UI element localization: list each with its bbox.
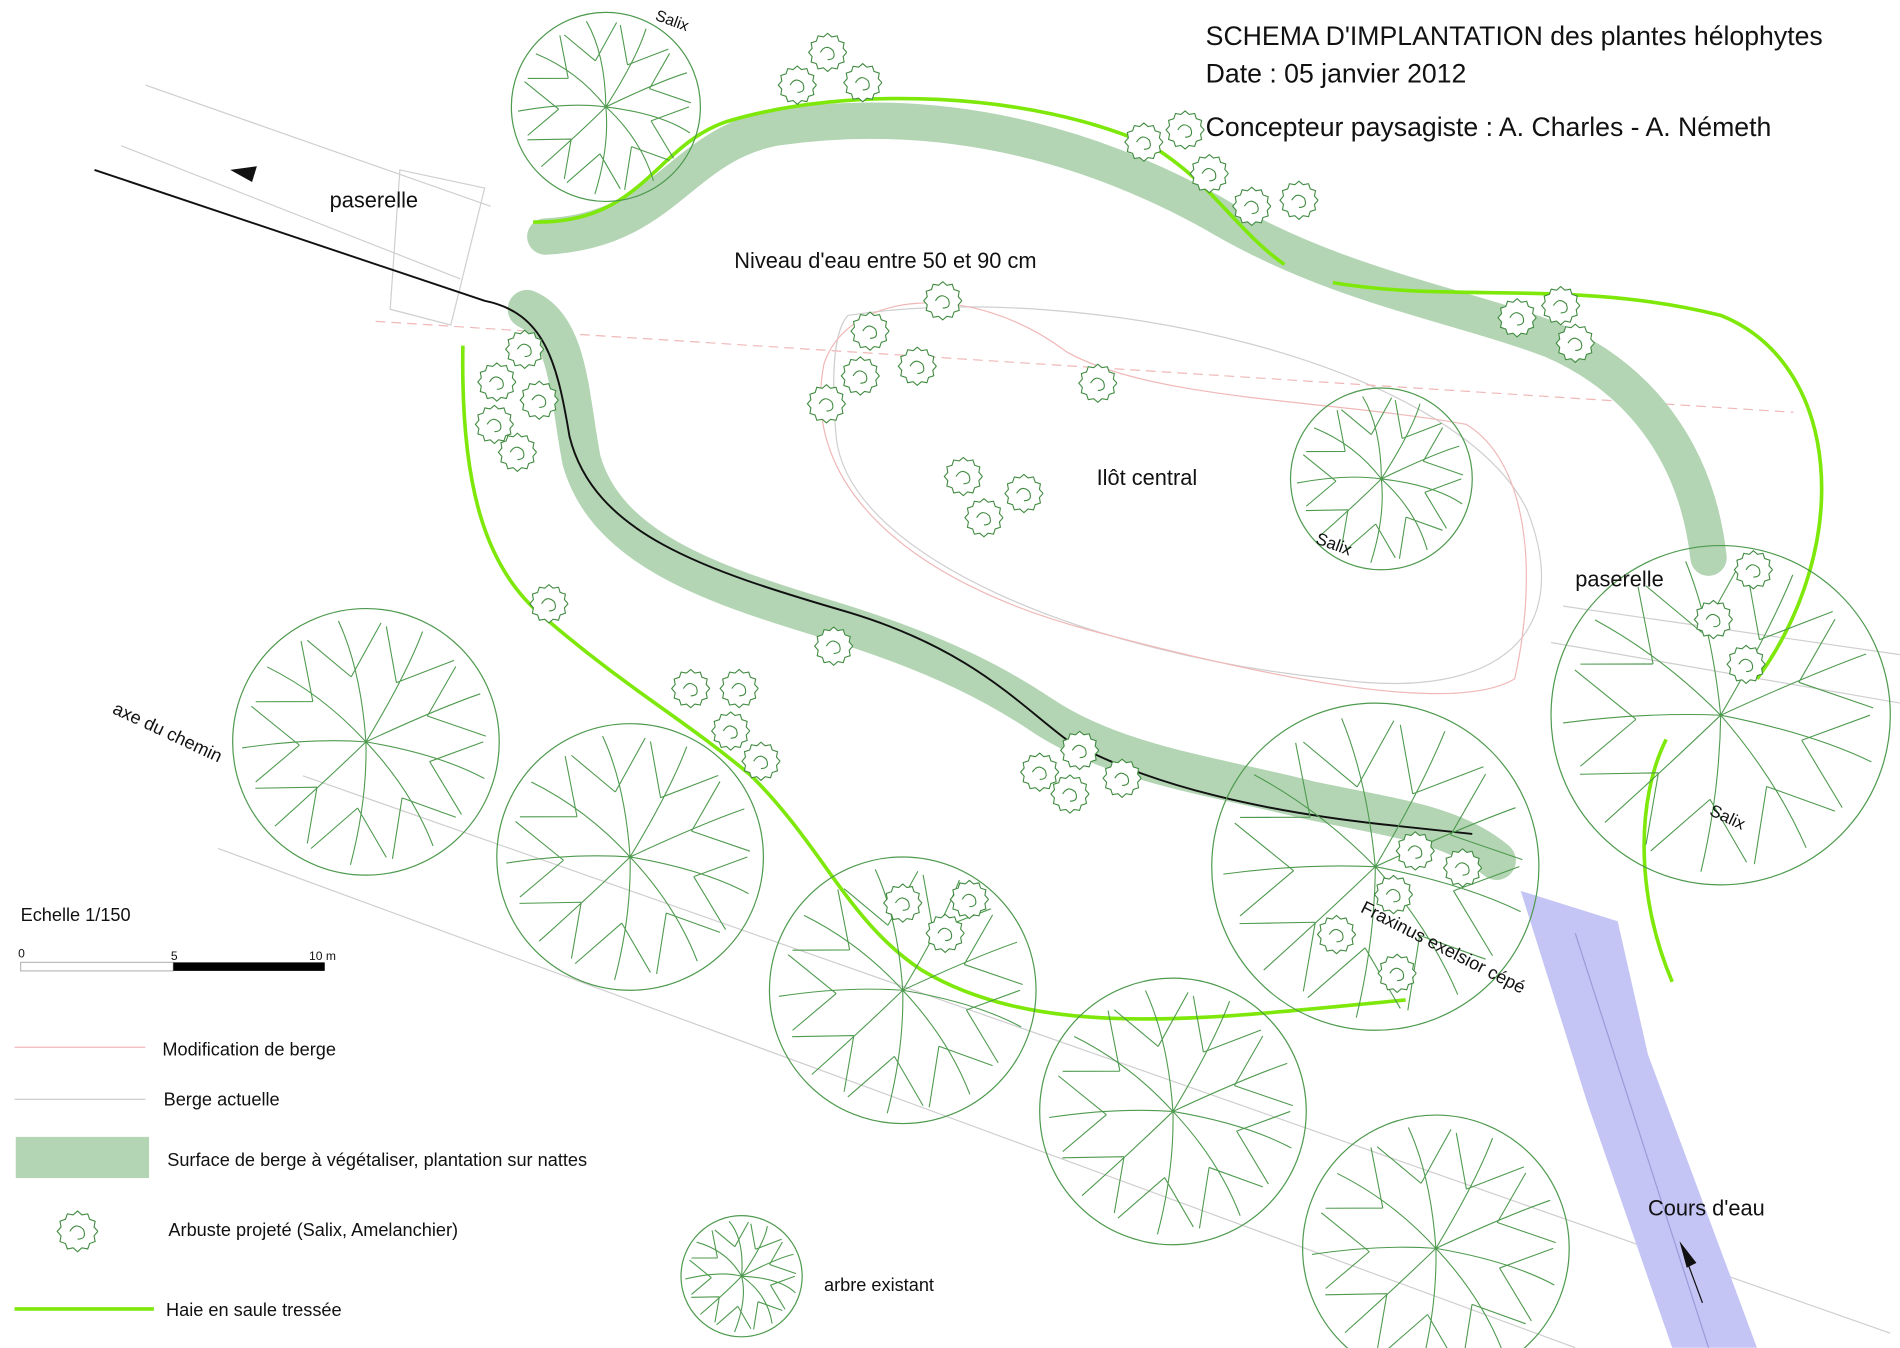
label-water-level: Niveau d'eau entre 50 et 90 cm [734, 248, 1036, 273]
shrub-icon [477, 362, 517, 402]
berge-lines [120, 84, 1900, 1348]
shrub-icon [943, 456, 983, 497]
title-designer: Concepteur paysagiste : A. Charles - A. … [1206, 112, 1772, 142]
shrub-icon [1189, 153, 1229, 194]
shrub-icon [1373, 874, 1414, 915]
flow-arrow-icon [1679, 1241, 1697, 1268]
shrub-icon [850, 311, 890, 351]
label-paserelle-left: paserelle [330, 187, 418, 212]
shrub-icon [710, 711, 751, 751]
tree-icon [1289, 387, 1473, 571]
stream-axis [1574, 933, 1710, 1348]
tree-icon [1550, 544, 1891, 886]
shrub-icon [519, 380, 559, 421]
shrub-icon [719, 668, 759, 709]
shrub-icon [840, 356, 880, 396]
legend-arbre: arbre existant [824, 1275, 934, 1295]
label-salix-center: Salix [1313, 529, 1355, 560]
label-salix-top: Salix [653, 7, 691, 35]
shrub-icon [1555, 323, 1595, 364]
shrub-icon [1019, 752, 1060, 793]
shrub-icon [1733, 550, 1773, 590]
shrub-icon [1316, 914, 1357, 955]
shrub-icon [1442, 848, 1483, 888]
shrub-icon [777, 65, 817, 105]
shrub-icon [741, 741, 781, 782]
shrub-icon [897, 346, 937, 387]
tree-icon [680, 1215, 803, 1338]
tree-icon [1211, 702, 1540, 1031]
legend-tree-icon [680, 1215, 803, 1338]
arrow-left-icon [230, 166, 257, 183]
legend-modification: Modification de berge [162, 1040, 336, 1060]
shrub-icon [56, 1210, 99, 1253]
shrub-icon [1395, 831, 1435, 871]
tree-icon [232, 607, 500, 876]
shrub-icon [925, 913, 965, 954]
tree-icon [1039, 977, 1307, 1246]
scale-tick-10: 10 m [309, 949, 336, 963]
title-line1: SCHEMA D'IMPLANTATION des plantes héloph… [1206, 21, 1823, 51]
axis-line [94, 168, 1473, 835]
shrub-icon [497, 432, 537, 473]
shrub-icon [474, 404, 514, 445]
label-axe: axe du chemin [110, 698, 225, 766]
shrub-icon [1124, 122, 1164, 162]
shrub-icon [813, 626, 854, 667]
legend-haie: Haie en saule tressée [166, 1300, 342, 1320]
shrub-icon [1726, 644, 1766, 685]
shrub-icon [1102, 758, 1142, 799]
scale-bar-black [173, 962, 325, 971]
legend-surface-swatch [15, 1136, 150, 1179]
shrub-icon [964, 497, 1004, 538]
projected-shrubs [474, 32, 1773, 994]
shrub-icon [1279, 180, 1319, 221]
label-ilot: Ilôt central [1097, 465, 1198, 490]
label-paserelle-right: paserelle [1575, 567, 1663, 592]
modification-lines [375, 302, 1794, 695]
scale-tick-0: 0 [18, 947, 25, 961]
shrub-icon [806, 384, 846, 424]
bank-surface [507, 102, 1727, 880]
shrub-icon [1004, 473, 1044, 514]
existing-trees [232, 11, 1891, 1348]
shrub-icon [1540, 285, 1581, 326]
shrub-icon [1050, 774, 1090, 814]
legend-shrub-icon [56, 1210, 99, 1253]
shrub-icon [883, 883, 923, 923]
stream [1520, 890, 1758, 1348]
shrub-icon [529, 583, 569, 624]
shrub-icon [949, 879, 989, 920]
shrub-icon [807, 32, 848, 73]
shrub-icon [670, 668, 711, 709]
scale-tick-5: 5 [171, 949, 178, 963]
scale-bar-white [19, 961, 174, 972]
legend-surface: Surface de berge à végétaliser, plantati… [167, 1150, 587, 1170]
shrub-icon [1377, 953, 1417, 994]
shrub-icon [504, 329, 545, 370]
shrub-icon [1693, 599, 1733, 640]
shrub-icon [1059, 730, 1100, 771]
legend-berge: Berge actuelle [164, 1089, 280, 1109]
shrub-icon [843, 62, 883, 103]
scale-title: Echelle 1/150 [21, 905, 131, 925]
title-date: Date : 05 janvier 2012 [1206, 59, 1467, 89]
label-cours: Cours d'eau [1648, 1196, 1765, 1221]
shrub-icon [1165, 110, 1205, 150]
shrub-icon [922, 281, 963, 321]
tree-icon [496, 723, 764, 991]
legend-arbuste: Arbuste projeté (Salix, Amelanchier) [168, 1220, 458, 1240]
shrub-icon [1078, 363, 1118, 404]
tree-icon [1302, 1114, 1570, 1348]
shrub-icon [1497, 298, 1537, 338]
shrub-icon [1231, 186, 1272, 227]
tree-icon [510, 11, 701, 203]
